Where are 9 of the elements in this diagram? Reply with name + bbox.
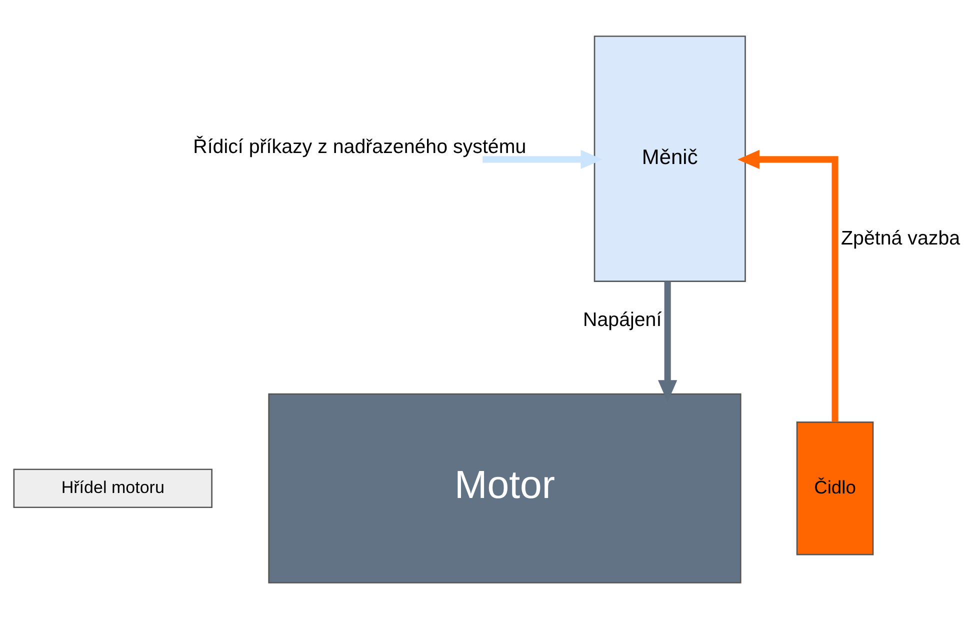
node-box: Motor	[268, 393, 742, 584]
edge-label: Řídicí příkazy z nadřazeného systému	[193, 136, 526, 158]
arrow	[482, 150, 603, 170]
node-box: Hřídel motoru	[13, 468, 212, 508]
node-box: Čidlo	[796, 422, 874, 556]
edge-label: Zpětná vazba	[841, 228, 960, 250]
edge-label: Napájení	[583, 308, 662, 331]
arrow	[738, 150, 838, 422]
node-box: Měnič	[594, 36, 746, 282]
